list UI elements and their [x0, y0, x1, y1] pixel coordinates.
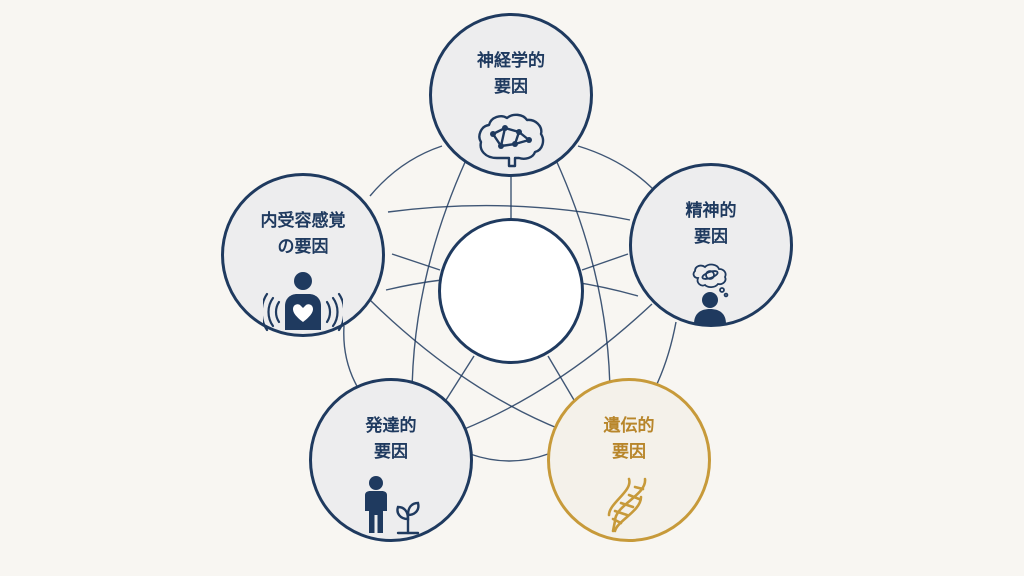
- center-circle: [438, 218, 584, 364]
- spoke-mental: [581, 253, 629, 271]
- node-label: 発達的 要因: [365, 416, 417, 462]
- chord-interoceptive-genetic: [369, 299, 563, 431]
- arc-developmental-interoceptive: [343, 325, 359, 389]
- spoke-interoceptive: [391, 253, 441, 271]
- chord-neuro-genetic: [555, 159, 611, 399]
- chord-neuro-developmental: [411, 159, 467, 399]
- spoke-genetic: [547, 355, 575, 401]
- chord-mental-developmental: [461, 303, 653, 431]
- node-label: 神経学的 要因: [477, 51, 545, 97]
- spoke-developmental: [445, 355, 475, 401]
- brain-network-icon: [478, 113, 545, 168]
- node-developmental: 発達的 要因: [309, 378, 473, 542]
- person-thought-bubble-icon: [692, 263, 729, 324]
- arc-interoceptive-neuro: [369, 145, 443, 197]
- node-mental: 精神的 要因: [629, 163, 793, 327]
- node-label: 遺伝的 要因: [603, 416, 655, 462]
- body-heartbeat-icon: [263, 272, 343, 332]
- dna-helix-icon: [607, 477, 647, 533]
- child-with-sprout-icon: [365, 476, 420, 535]
- node-interoceptive: 内受容感覚 の要因: [221, 173, 385, 337]
- arc-genetic-developmental: [469, 453, 549, 462]
- node-label: 精神的 要因: [685, 201, 737, 247]
- node-genetic: 遺伝的 要因: [547, 378, 711, 542]
- node-neurological: 神経学的 要因: [429, 13, 593, 177]
- node-label: 内受容感覚 の要因: [260, 211, 346, 257]
